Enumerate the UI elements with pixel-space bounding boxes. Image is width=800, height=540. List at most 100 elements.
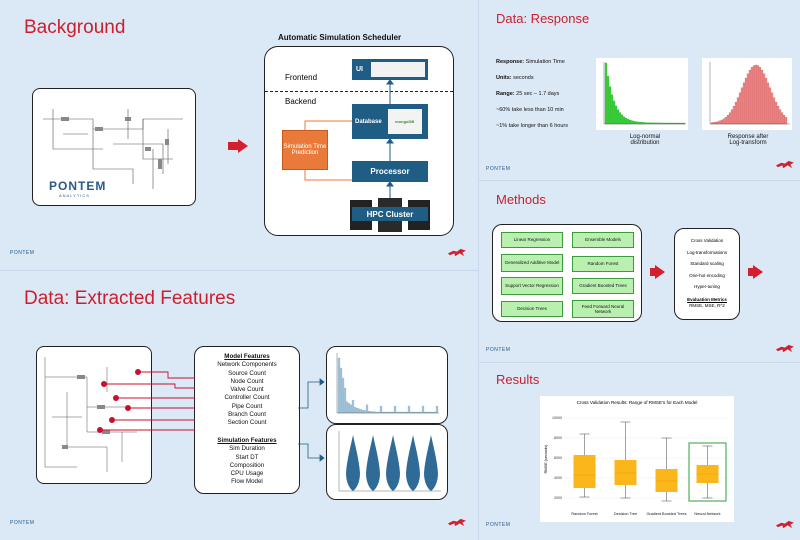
feature-item: Source Count	[228, 369, 266, 377]
results-boxplot: Cross Validation Results: Range of RMSE'…	[544, 400, 728, 516]
lognormal-histogram	[596, 58, 688, 130]
violin-shape	[346, 435, 360, 491]
sim-features-list: Simulation Features Sim Duration Start D…	[195, 437, 299, 487]
footer-logo-4: PONTEM	[10, 520, 35, 526]
histogram-bar	[349, 404, 353, 414]
footer-logo-5: PONTEM	[486, 522, 511, 528]
histogram-bar	[345, 401, 349, 414]
histogram-bar	[365, 404, 369, 414]
step-item: Cross Validation	[690, 238, 724, 243]
steps-card: Cross Validation Log-transformations Sta…	[674, 228, 740, 320]
histogram-bar	[337, 357, 341, 414]
sim-features-heading: Simulation Features	[217, 437, 277, 444]
features-title: Data: Extracted Features	[24, 288, 236, 309]
model-features-list: Model Features Network Components Source…	[195, 353, 299, 428]
ui-box: UI	[352, 59, 428, 80]
pontem-logo-sub: ANALYTICS	[59, 193, 90, 198]
model-gam: Generalized Additive Model	[501, 254, 563, 272]
model-random-forest: Random Forest	[572, 256, 634, 272]
logtransform-plot	[709, 62, 790, 125]
model-decision-trees: Decision Trees	[501, 301, 563, 317]
histogram-bar	[363, 410, 367, 414]
database-box: Database mongoDB	[352, 104, 428, 139]
row-divider-right-1	[479, 180, 800, 181]
arrow-right-icon	[655, 265, 665, 279]
histogram-bar	[421, 405, 425, 414]
processor-box: Processor	[352, 161, 428, 182]
step-item: One-hot encoding	[689, 272, 725, 278]
histogram-bar	[407, 405, 411, 414]
feature-item: Valve Count	[230, 386, 264, 394]
arrow-right-icon	[238, 139, 248, 153]
violin-shape	[424, 435, 438, 491]
feature-item: CPU Usage	[230, 470, 264, 478]
arrow-body-bg	[228, 142, 240, 150]
units-value: seconds	[513, 75, 534, 81]
feature-violin-card	[326, 424, 448, 500]
histogram-bar	[393, 405, 397, 414]
arrow-right-icon	[753, 265, 763, 279]
stat-line-1: ~60% take less than 10 min	[496, 107, 564, 113]
y-tick-label: 8000	[554, 436, 562, 440]
range-line: Range: 25 sec – 1.7 days	[496, 91, 559, 97]
database-label: Database	[355, 118, 382, 125]
prediction-box: Simulation Time Prediction	[282, 130, 328, 170]
histogram-bar	[355, 407, 359, 414]
feature-item: Flow Model	[231, 478, 263, 486]
footer-logo-1: PONTEM	[10, 250, 35, 256]
model-ensemble: Ensemble Models	[572, 232, 634, 248]
feature-item: Branch Count	[228, 411, 266, 419]
feature-item: Sim Duration	[229, 445, 265, 453]
feature-histogram-card	[326, 346, 448, 424]
range-key: Range:	[496, 91, 515, 97]
step-item: Standard scaling	[690, 261, 724, 267]
features-network-diagram	[44, 357, 137, 472]
hpc-label: HPC Cluster	[352, 207, 428, 221]
footer-logo-2: PONTEM	[486, 166, 511, 172]
y-tick-label: 4000	[554, 476, 562, 480]
features-list-card: Model Features Network Components Source…	[194, 346, 300, 494]
x-tick-label: Decision Tree	[614, 512, 637, 516]
mustang-logo-icon	[776, 520, 794, 529]
feature-item: Composition	[229, 461, 265, 469]
histogram-bar	[339, 367, 343, 414]
x-tick-label: Gradient Boosted Trees	[646, 512, 686, 516]
mustang-logo-icon	[448, 248, 466, 257]
backend-label: Backend	[285, 97, 317, 106]
histogram-bar	[359, 409, 363, 414]
cap-right-1: Response after	[727, 134, 769, 140]
chart-ylabel: RMSE (seconds)	[544, 444, 548, 473]
step-item: Log-transformations	[686, 249, 728, 255]
step-item: Hyper-tuning	[694, 284, 720, 290]
mustang-logo-icon	[776, 160, 794, 169]
histogram-bar	[341, 377, 345, 414]
footer-logo-3: PONTEM	[486, 347, 511, 353]
histogram-bar	[357, 408, 361, 414]
x-tick-label: Random Forest	[571, 512, 598, 516]
box-body	[655, 469, 678, 492]
eval-block: Evaluation Metrics RMSE, MSE, R^2	[675, 297, 739, 309]
feature-item: Node Count	[230, 377, 264, 385]
model-ffnn: Feed Forward Neural Network	[572, 300, 634, 318]
network-diagram-card: PONTEM ANALYTICS	[32, 88, 196, 206]
column-divider	[478, 0, 479, 540]
units-key: Units:	[496, 75, 512, 81]
histogram-bar	[361, 409, 365, 414]
box-body	[614, 460, 637, 485]
feature-violin-plot	[338, 431, 441, 492]
features-network-card	[36, 346, 152, 484]
y-tick-label: 2000	[554, 496, 562, 500]
feature-item: Start DT	[235, 453, 259, 461]
frontend-backend-divider	[265, 91, 453, 92]
x-tick-label: Neural Network	[694, 512, 720, 516]
eval-title: Evaluation Metrics	[687, 297, 727, 302]
y-tick-label: 10000	[552, 416, 562, 420]
steps-list: Cross Validation Log-transformations Sta…	[675, 235, 739, 293]
row-divider-right-2	[479, 362, 800, 363]
histogram-bar	[343, 387, 347, 414]
